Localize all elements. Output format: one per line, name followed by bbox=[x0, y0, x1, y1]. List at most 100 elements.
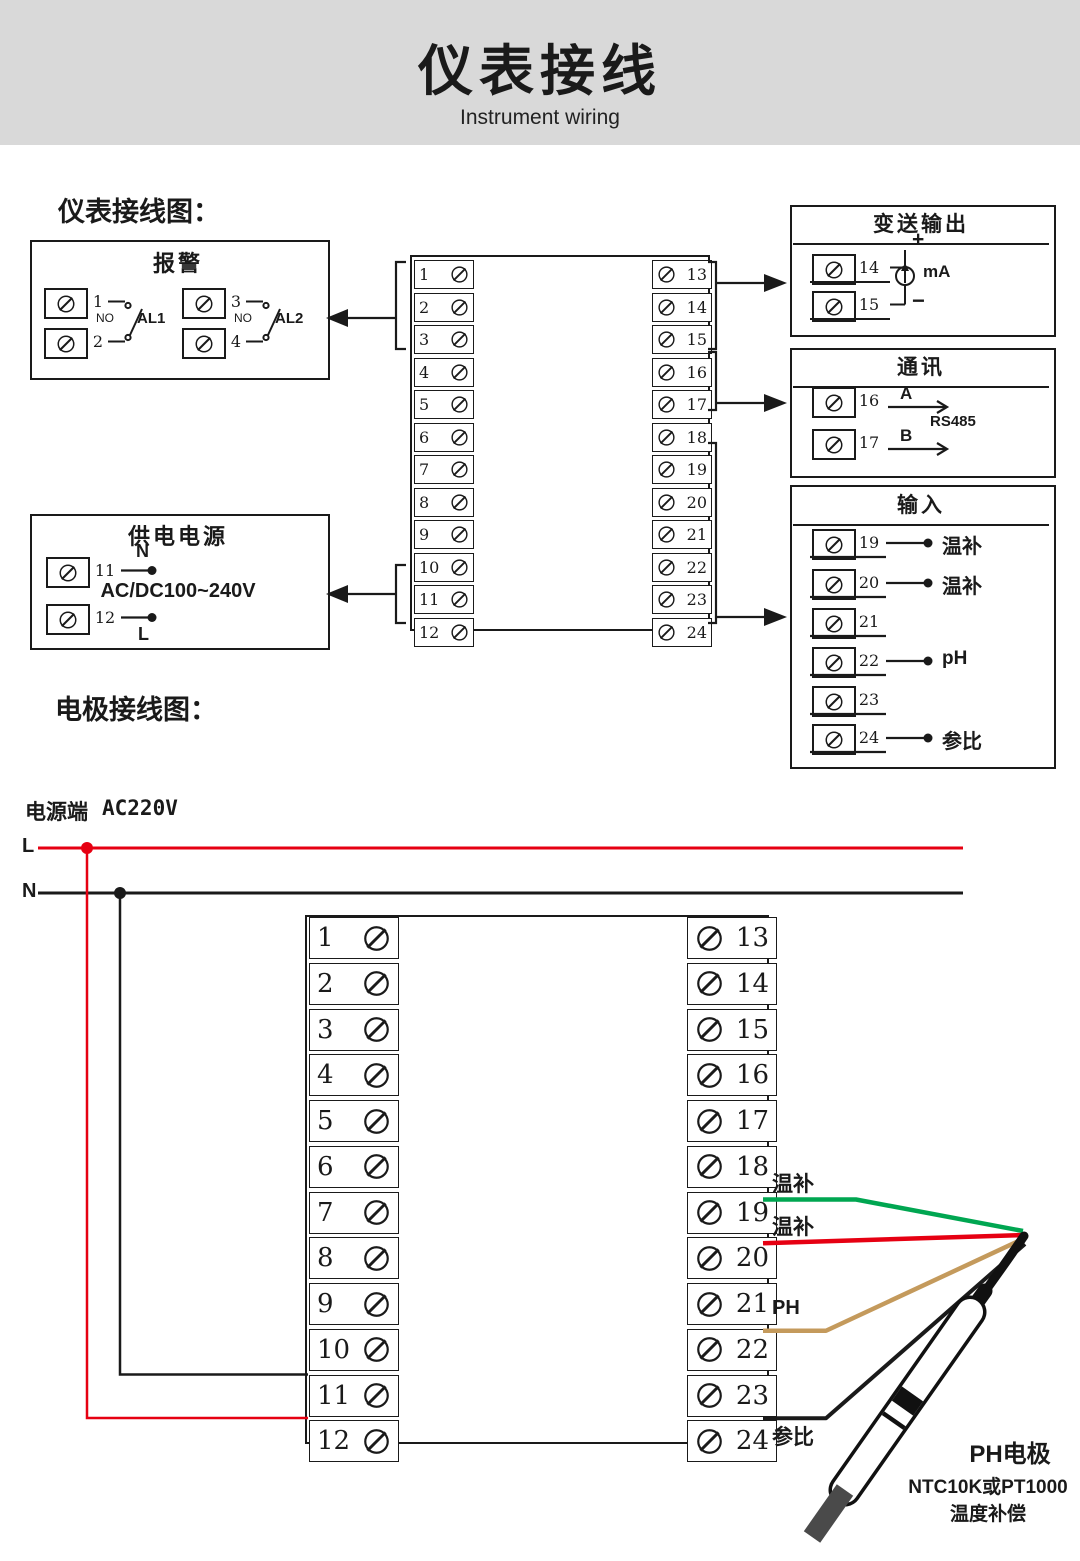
screw-icon bbox=[657, 428, 676, 447]
terminal-cell: 23 bbox=[687, 1374, 777, 1417]
terminal-number: 17 bbox=[735, 1106, 769, 1136]
terminal-number: 9 bbox=[419, 525, 430, 544]
screw-icon bbox=[450, 525, 469, 544]
electrode-cable-boot bbox=[962, 1283, 993, 1320]
alarm-terminal-4 bbox=[182, 328, 226, 359]
screw-icon bbox=[450, 623, 469, 642]
input-box-title: 输入 bbox=[793, 489, 1049, 526]
mains-label: 电源端 AC220V bbox=[25, 796, 178, 826]
terminal-cell: 14 bbox=[652, 292, 712, 322]
alarm-terminal-3 bbox=[182, 288, 226, 319]
terminal-cell: 21 bbox=[687, 1283, 777, 1325]
screw-icon bbox=[657, 265, 676, 284]
neutral-feed-wire bbox=[118, 893, 308, 1376]
transmit-terminal-14 bbox=[812, 254, 856, 285]
sensor-type-label: NTC10K或PT1000 bbox=[908, 1477, 1068, 1498]
terminal-number: 2 bbox=[317, 968, 334, 999]
screw-icon bbox=[824, 297, 844, 317]
terminal-cell: 18 bbox=[687, 1145, 777, 1188]
terminal-number: 1 bbox=[419, 265, 430, 284]
screw-icon bbox=[824, 535, 844, 555]
live-junction-dot bbox=[81, 842, 93, 854]
terminal-number: 6 bbox=[419, 427, 430, 447]
terminal-number: 22 bbox=[686, 557, 707, 577]
screw-icon bbox=[657, 363, 676, 382]
alarm-terminal-2 bbox=[44, 328, 88, 359]
terminal-cell: 19 bbox=[687, 1191, 777, 1234]
terminal-cell: 23 bbox=[652, 585, 712, 614]
terminal-number: 8 bbox=[419, 492, 430, 512]
terminal-number: 11 bbox=[317, 1380, 351, 1411]
screw-icon bbox=[194, 294, 214, 314]
wire-19-label: 温补 bbox=[772, 1173, 814, 1196]
alarm-terminal-1 bbox=[44, 288, 88, 319]
ph-wire-22 bbox=[763, 1236, 1024, 1333]
page-title: 仪表接线 bbox=[417, 40, 662, 102]
input-terminal-22 bbox=[812, 647, 856, 678]
terminal-number: 23 bbox=[686, 590, 707, 609]
screw-icon bbox=[450, 460, 469, 479]
screw-icon bbox=[695, 1335, 724, 1364]
minus-label: − bbox=[912, 288, 925, 313]
screw-icon bbox=[657, 298, 676, 317]
screw-icon bbox=[695, 1198, 724, 1227]
wiring-diagram-label: 仪表接线图： bbox=[58, 197, 220, 227]
terminal-number: 15 bbox=[686, 330, 707, 349]
terminal-cell: 11 bbox=[414, 585, 474, 614]
screw-icon bbox=[695, 1152, 724, 1181]
terminal-number: 16 bbox=[858, 391, 880, 410]
terminal-cell: 10 bbox=[309, 1328, 399, 1371]
terminal-cell: 12 bbox=[414, 617, 474, 647]
alarm-no-label: NO bbox=[96, 311, 114, 325]
page-subtitle: Instrument wiring bbox=[460, 106, 620, 129]
screw-icon bbox=[695, 1427, 724, 1456]
screw-icon bbox=[450, 590, 469, 609]
screw-icon bbox=[362, 1015, 391, 1044]
terminal-number: 21 bbox=[735, 1289, 769, 1319]
power-l-label: L bbox=[138, 624, 149, 644]
wire-24-label: 参比 bbox=[772, 1426, 814, 1449]
terminal-number: 20 bbox=[735, 1243, 769, 1274]
terminal-cell: 2 bbox=[309, 962, 399, 1005]
comm-box bbox=[790, 348, 1056, 478]
terminal-number: 10 bbox=[317, 1334, 351, 1365]
terminal-number: 4 bbox=[230, 332, 242, 351]
screw-icon bbox=[362, 1152, 391, 1181]
screw-icon bbox=[450, 363, 469, 382]
screw-icon bbox=[450, 558, 469, 577]
terminal-number: 12 bbox=[419, 622, 440, 642]
input-terminal-23 bbox=[812, 686, 856, 717]
terminal-number: 11 bbox=[94, 561, 116, 580]
terminal-number: 7 bbox=[317, 1197, 334, 1228]
terminal-number: 19 bbox=[686, 460, 707, 479]
screw-icon bbox=[194, 334, 214, 354]
power-terminal-12 bbox=[46, 604, 90, 635]
terminal-number: 3 bbox=[317, 1014, 334, 1045]
electrode-ring bbox=[881, 1411, 906, 1430]
terminal-number: 21 bbox=[686, 525, 707, 544]
terminal-number: 4 bbox=[317, 1060, 334, 1091]
terminal-cell: 3 bbox=[309, 1008, 399, 1051]
transmit-output-title: 变送输出 bbox=[793, 208, 1049, 245]
line-n-label: N bbox=[22, 880, 37, 902]
terminal-number: 6 bbox=[317, 1151, 334, 1182]
page-header: 仪表接线 Instrument wiring bbox=[0, 0, 1080, 145]
power-n-label: N bbox=[136, 541, 149, 561]
screw-icon bbox=[657, 525, 676, 544]
terminal-number: 12 bbox=[317, 1426, 351, 1457]
input-box bbox=[790, 485, 1056, 769]
terminal-number: 7 bbox=[419, 460, 430, 479]
plus-label: + bbox=[912, 228, 925, 251]
terminal-number: 17 bbox=[686, 395, 707, 414]
terminal-cell: 8 bbox=[309, 1237, 399, 1280]
comm-terminal-16 bbox=[812, 387, 856, 418]
electrode-cable bbox=[965, 1231, 1029, 1317]
terminal-cell: 6 bbox=[414, 422, 474, 452]
compensation-label: 温度补偿 bbox=[949, 1504, 1026, 1525]
terminal-cell: 2 bbox=[414, 292, 474, 322]
terminal-cell: 9 bbox=[309, 1283, 399, 1325]
terminal-cell: 20 bbox=[687, 1237, 777, 1280]
